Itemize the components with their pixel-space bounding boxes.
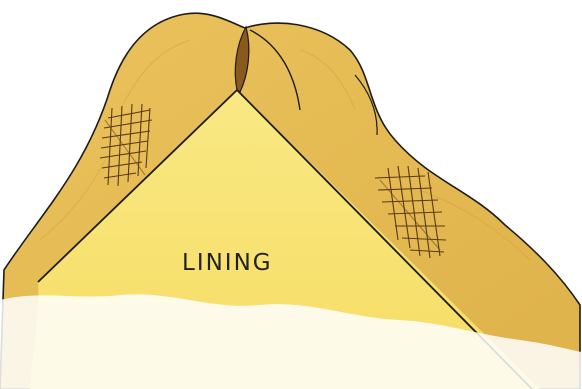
lining-label: LINING [182, 250, 273, 276]
